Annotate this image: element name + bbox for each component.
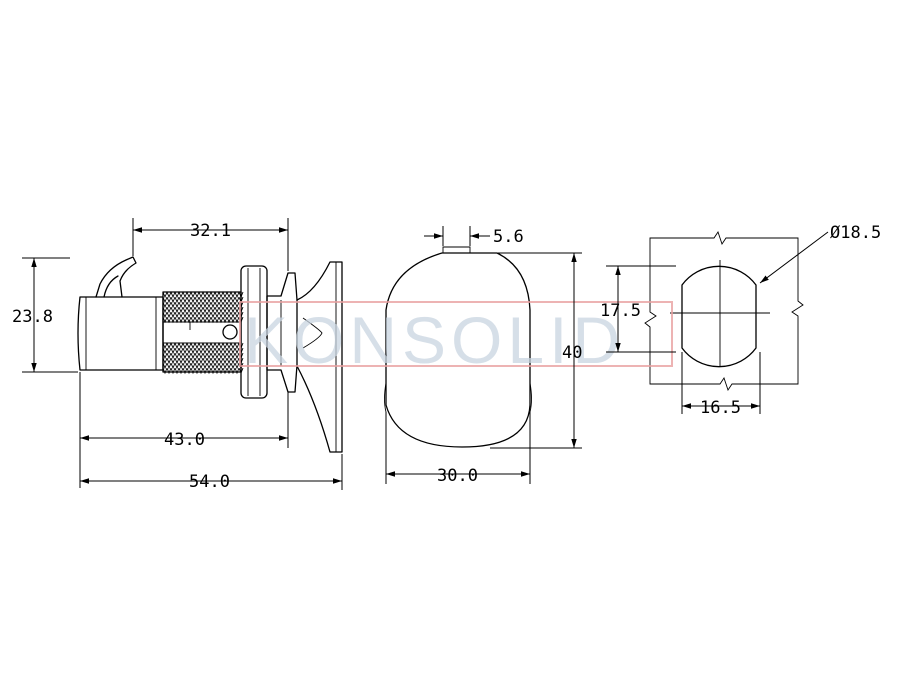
key-slot-circle	[222, 324, 238, 340]
threaded-section	[162, 291, 244, 375]
cam-hook	[95, 256, 137, 298]
dim-diameter-18-5: Ø18.5	[830, 223, 881, 243]
panel-cutout-view	[644, 230, 804, 392]
front-view	[384, 246, 532, 448]
cutout-double-d	[681, 265, 757, 368]
dim-5-6: 5.6	[493, 227, 524, 247]
dim-23-8: 23.8	[12, 307, 53, 327]
handle-face-outline	[385, 252, 531, 448]
watermark: KONSOLID	[239, 301, 673, 377]
dim-17-5: 17.5	[600, 301, 641, 321]
dim-16-5: 16.5	[700, 398, 741, 418]
dim-40: 40	[562, 343, 582, 363]
dimension-lines	[22, 218, 829, 490]
dim-54-0: 54.0	[189, 472, 230, 492]
dim-32-1: 32.1	[190, 221, 231, 241]
lock-body-cylinder	[77, 296, 164, 371]
dim-43-0: 43.0	[164, 430, 205, 450]
dim-30-0: 30.0	[437, 466, 478, 486]
watermark-text: KONSOLID	[244, 303, 625, 377]
panel-outline	[644, 230, 804, 392]
